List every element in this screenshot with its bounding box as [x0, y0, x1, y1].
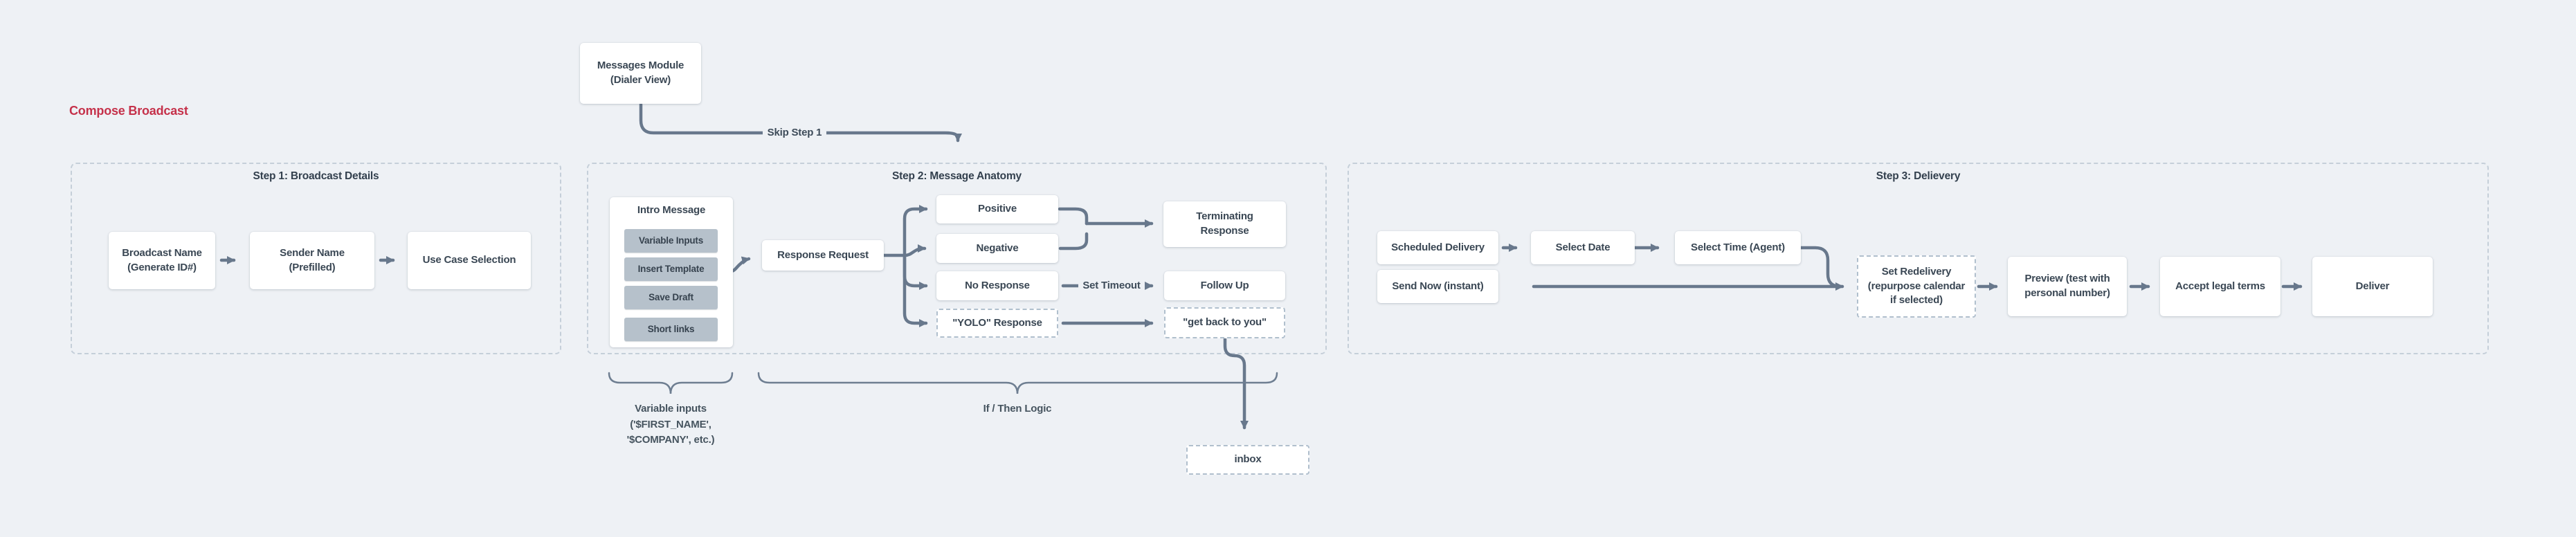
- set-timeout-label: Set Timeout: [1078, 278, 1145, 293]
- if-then-logic-annotation: If / Then Logic: [983, 403, 1052, 415]
- step3-title: Step 3: Delievery: [1876, 170, 1961, 182]
- button-variable-inputs[interactable]: Variable Inputs: [624, 229, 718, 253]
- step1-container: Step 1: Broadcast Details: [71, 163, 561, 354]
- wire-merge-positive: [1058, 207, 1089, 226]
- node-accept-legal-terms[interactable]: Accept legal terms: [2160, 257, 2280, 316]
- node-select-date[interactable]: Select Date: [1531, 231, 1635, 264]
- step2-title: Step 2: Message Anatomy: [892, 170, 1022, 182]
- node-response-request[interactable]: Response Request: [762, 240, 884, 271]
- wire-getback-inbox: [1223, 337, 1249, 430]
- step2-container: Step 2: Message Anatomy: [587, 163, 1327, 354]
- node-use-case-selection[interactable]: Use Case Selection: [408, 232, 531, 289]
- wire-merge-negative: [1058, 232, 1089, 251]
- skip-step-1-label: Skip Step 1: [763, 125, 826, 140]
- step3-container: Step 3: Delievery: [1348, 163, 2489, 354]
- node-follow-up[interactable]: Follow Up: [1164, 271, 1285, 300]
- node-yolo-response[interactable]: "YOLO" Response: [936, 309, 1058, 338]
- variable-inputs-annotation: Variable inputs ('$FIRST_NAME', '$COMPAN…: [626, 403, 715, 446]
- node-send-now[interactable]: Send Now (instant): [1377, 270, 1498, 303]
- button-save-draft[interactable]: Save Draft: [624, 286, 718, 309]
- wire-branch-yolo: [902, 253, 928, 327]
- node-select-time[interactable]: Select Time (Agent): [1675, 231, 1801, 264]
- step1-title: Step 1: Broadcast Details: [253, 170, 379, 182]
- button-short-links[interactable]: Short links: [624, 318, 718, 341]
- wire-branch-negative: [902, 244, 927, 257]
- node-terminating-response[interactable]: Terminating Response: [1163, 201, 1286, 247]
- node-positive[interactable]: Positive: [936, 195, 1058, 224]
- node-sender-name[interactable]: Sender Name (Prefilled): [250, 232, 374, 289]
- node-get-back-to-you[interactable]: "get back to you": [1164, 307, 1285, 338]
- node-messages-module[interactable]: Messages Module (Dialer View): [580, 43, 701, 104]
- node-inbox[interactable]: inbox: [1186, 445, 1309, 475]
- wire-branch-noresponse: [902, 253, 928, 290]
- wire-branch-positive: [902, 205, 928, 257]
- button-insert-template[interactable]: Insert Template: [624, 257, 718, 281]
- node-negative[interactable]: Negative: [936, 234, 1058, 263]
- card-intro-message[interactable]: Intro Message Variable Inputs Insert Tem…: [610, 197, 733, 347]
- node-scheduled-delivery[interactable]: Scheduled Delivery: [1377, 231, 1498, 264]
- wire-selecttime-drop: [1799, 246, 1842, 289]
- node-preview[interactable]: Preview (test with personal number): [2008, 257, 2127, 316]
- node-deliver[interactable]: Deliver: [2312, 257, 2433, 316]
- node-no-response[interactable]: No Response: [936, 271, 1058, 300]
- brace-if-then: [757, 372, 1278, 394]
- intro-message-title: Intro Message: [637, 204, 706, 216]
- brace-variable-inputs: [608, 372, 734, 394]
- page-title: Compose Broadcast: [69, 104, 188, 118]
- node-broadcast-name[interactable]: Broadcast Name (Generate ID#): [109, 232, 215, 289]
- node-set-redelivery[interactable]: Set Redelivery (repurpose calendar if se…: [1857, 255, 1976, 318]
